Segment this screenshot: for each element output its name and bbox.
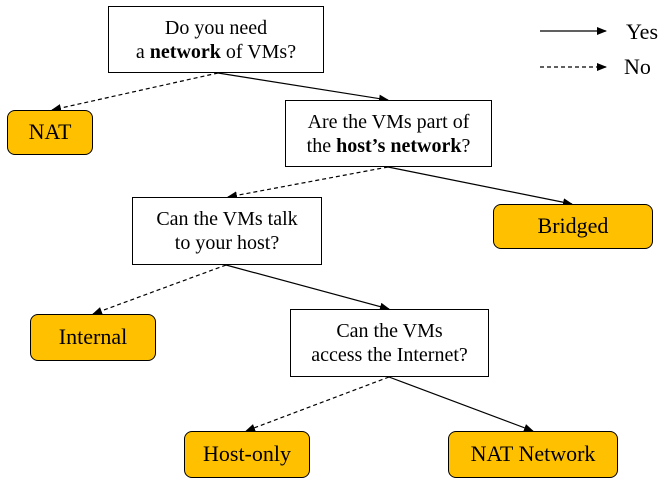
legend-no-label: No [624,54,651,79]
question-line: Can the VMs [336,320,443,342]
edge-q4-to-nat-network [388,376,534,432]
question-line: the host’s network? [306,134,471,157]
answer-internal: Internal [30,314,156,361]
edge-q1-to-nat [51,72,219,112]
question-access-internet: Can the VMs access the Internet? [290,309,489,377]
edge-q2-to-bridged [387,166,573,207]
edge-q1-to-q2 [217,72,389,103]
legend-yes-label: Yes [626,19,659,44]
edge-q3-to-q4 [225,264,390,311]
answer-bridged: Bridged [493,204,653,249]
question-line: Do you need [164,16,268,39]
question-talk-to-host: Can the VMs talk to your host? [132,197,322,265]
question-line: Are the VMs part of [307,110,470,133]
edge-q3-to-internal [92,264,227,315]
question-line: Can the VMs talk [156,208,298,230]
edge-q2-to-q3 [227,166,389,200]
edge-q4-to-host-only [245,376,390,432]
answer-nat-network: NAT Network [448,431,618,478]
question-line: to your host? [174,232,280,254]
question-network-of-vms: Do you need a network of VMs? [108,6,324,73]
question-line: access the Internet? [311,344,468,366]
answer-nat: NAT [7,110,93,155]
question-part-of-host-network: Are the VMs part of the host’s network? [285,100,492,167]
answer-host-only: Host-only [184,431,310,478]
question-line: a network of VMs? [135,40,297,63]
